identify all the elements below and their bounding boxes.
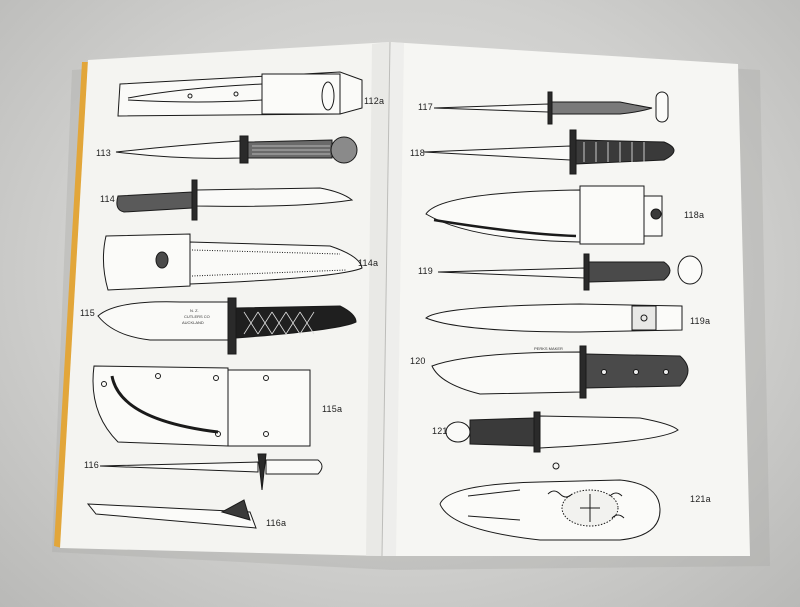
figure-label-119: 119 (418, 266, 433, 276)
blade-mark-115-line1: N. Z. (190, 308, 199, 313)
spine-line (381, 41, 391, 557)
blade-mark-115-line3: AUCKLAND (182, 320, 204, 325)
cover-edge (54, 62, 88, 548)
figure-label-120: 120 (410, 356, 426, 366)
knife-120 (431, 345, 689, 399)
figure-label-115: 115 (80, 308, 95, 318)
figure-label-116a: 116a (266, 518, 287, 528)
figure-label-114a: 114a (358, 258, 379, 268)
figure-label-117: 117 (418, 102, 433, 112)
figure-label-113: 113 (96, 148, 111, 158)
knife-119 (437, 253, 703, 291)
figure-label-115a: 115a (322, 404, 343, 414)
figure-label-116: 116 (84, 460, 99, 470)
blade-mark-120: PERKS MAKER (534, 346, 563, 351)
sheath-119a (425, 303, 683, 333)
figure-label-118a: 118a (684, 210, 705, 220)
figure-label-112a: 112a (364, 96, 385, 106)
sheath-121a (439, 479, 661, 541)
knife-121 (445, 411, 679, 470)
figure-label-118: 118 (410, 148, 425, 158)
knife-118 (423, 129, 675, 175)
knife-114 (116, 179, 354, 221)
knife-115 (97, 297, 357, 355)
figure-label-121: 121 (432, 426, 448, 436)
figure-label-121a: 121a (690, 494, 711, 504)
sheath-118a (425, 185, 663, 245)
left-page (60, 42, 390, 556)
blade-mark-115-line2: CUTLERS CO (184, 314, 210, 319)
right-page (382, 42, 750, 556)
sheath-114a (102, 233, 363, 291)
spine-shadow-right (382, 42, 404, 556)
sheath-112a (117, 71, 363, 117)
knife-117 (433, 91, 669, 125)
sheath-115a (92, 365, 311, 447)
knife-113 (115, 135, 358, 164)
figure-label-119a: 119a (690, 316, 711, 326)
knife-116 (99, 453, 323, 491)
sheath-116a (86, 499, 257, 529)
figure-label-114: 114 (100, 194, 115, 204)
